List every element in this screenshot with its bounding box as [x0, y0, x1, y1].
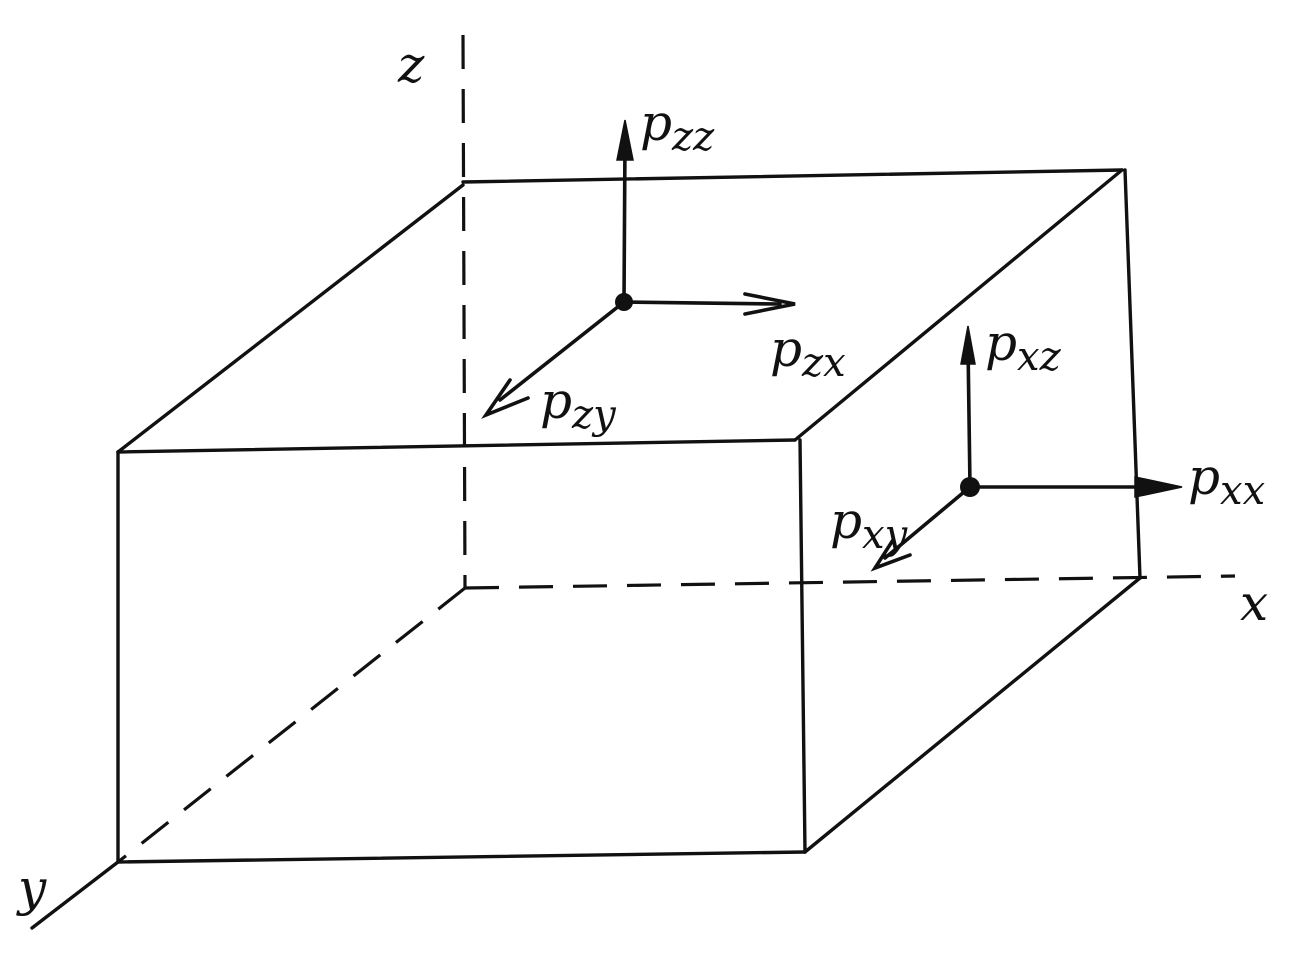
top-back-edge	[461, 168, 1124, 184]
axis-labels: z x y	[16, 36, 1268, 917]
front-bottom-edge	[116, 850, 807, 864]
p-zx-label: pzx	[770, 320, 846, 386]
p-xy-arrowhead	[870, 538, 912, 572]
p-zy-vector	[498, 300, 626, 402]
top-left-edge	[116, 183, 465, 454]
y-axis-extension	[30, 860, 120, 930]
p-zy-arrowhead	[481, 378, 530, 419]
p-zz-arrowhead	[616, 119, 634, 161]
p-xx-label: pxx	[1188, 448, 1265, 514]
p-xy-vector	[883, 485, 972, 560]
p-xx-arrowhead	[1134, 476, 1183, 498]
top-right-edge	[793, 168, 1124, 442]
p-xz-vector	[966, 343, 972, 489]
p-xz-label: pxz	[985, 314, 1062, 380]
right-face-stresses	[870, 325, 1183, 572]
top-face-point	[615, 293, 633, 311]
p-zx-arrowhead	[743, 292, 796, 316]
y-axis-hidden-line	[117, 586, 466, 864]
p-xy-label: pxy	[830, 492, 909, 558]
z-axis-label: z	[397, 36, 425, 94]
bottom-right-edge	[803, 576, 1142, 854]
front-top-edge	[116, 438, 797, 454]
x-axis-line	[464, 574, 1236, 590]
stress-labels: pzz pzx pzy pxz pxx pxy	[540, 94, 1265, 558]
front-right-edge	[798, 438, 807, 854]
x-axis-label: x	[1240, 574, 1268, 632]
box-edges	[30, 168, 1142, 930]
p-zy-label: pzy	[540, 372, 617, 438]
back-right-vertical-edge	[1123, 168, 1142, 580]
top-face-stresses	[481, 119, 796, 419]
p-xz-arrowhead	[960, 325, 976, 365]
hidden-edges	[117, 34, 1236, 864]
p-zz-vector	[622, 138, 627, 304]
p-zz-label: pzz	[640, 94, 715, 160]
right-face-point	[960, 477, 980, 497]
p-zx-vector	[622, 300, 782, 306]
y-axis-label: y	[16, 859, 47, 917]
z-axis-line	[461, 34, 467, 589]
